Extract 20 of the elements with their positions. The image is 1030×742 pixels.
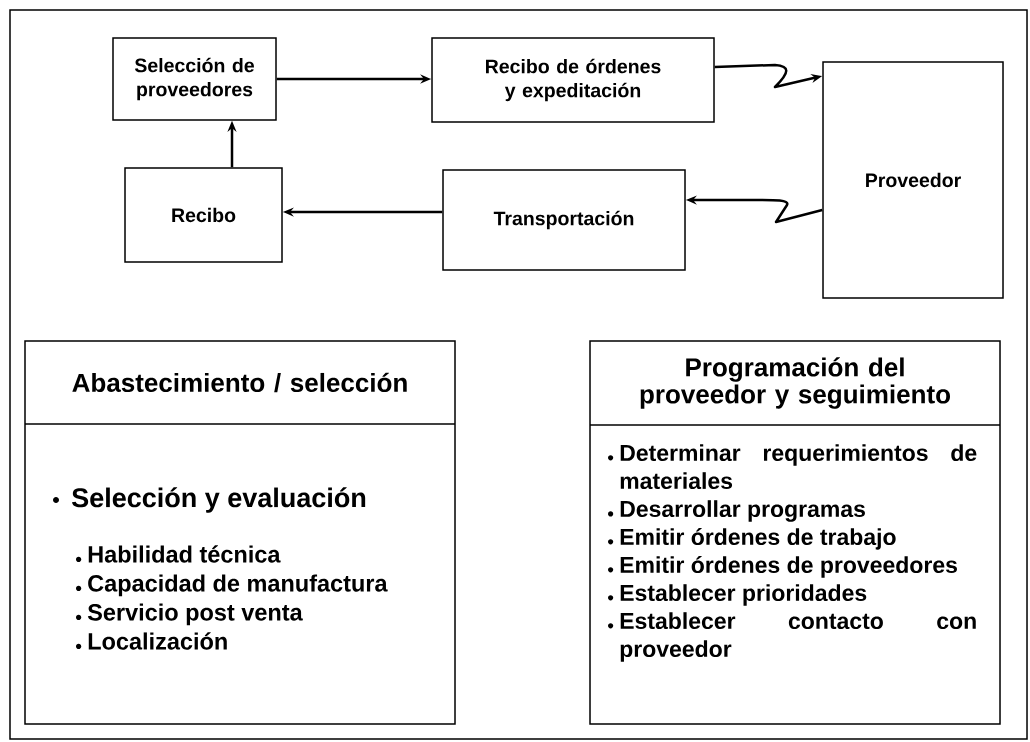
bullet-item: Determinar requerimientos de materiales xyxy=(620,444,977,490)
bullet-item: Establecer prioridades xyxy=(620,584,867,606)
process-box: Selección de proveedores xyxy=(112,37,277,121)
list-panel xyxy=(24,340,456,725)
bullet-item: Emitir órdenes de trabajo xyxy=(620,528,896,550)
process-box: Recibo de órdenes y expeditación xyxy=(431,37,715,123)
process-box: Proveedor xyxy=(822,61,1004,299)
bullet-item: Servicio post venta xyxy=(87,603,303,626)
panel-heading: Abastecimiento / selección xyxy=(72,372,407,393)
bullet-item: Desarrollar programas xyxy=(620,500,865,522)
bullet-item: Selección y evaluación xyxy=(72,487,366,513)
process-box: Recibo xyxy=(124,167,283,263)
bullet-item: Capacidad de manufactura xyxy=(88,574,388,597)
bullet-item: Habilidad técnica xyxy=(88,545,281,563)
bullet-item: Emitir órdenes de proveedores xyxy=(620,556,957,578)
list-panel xyxy=(589,340,1001,725)
bullet-item: Localización xyxy=(88,632,227,650)
process-box: Transportación xyxy=(442,169,686,271)
panel-heading: Programación del proveedor y seguimiento xyxy=(640,357,950,409)
bullet-item: Establecer contacto con proveedor xyxy=(620,612,976,662)
